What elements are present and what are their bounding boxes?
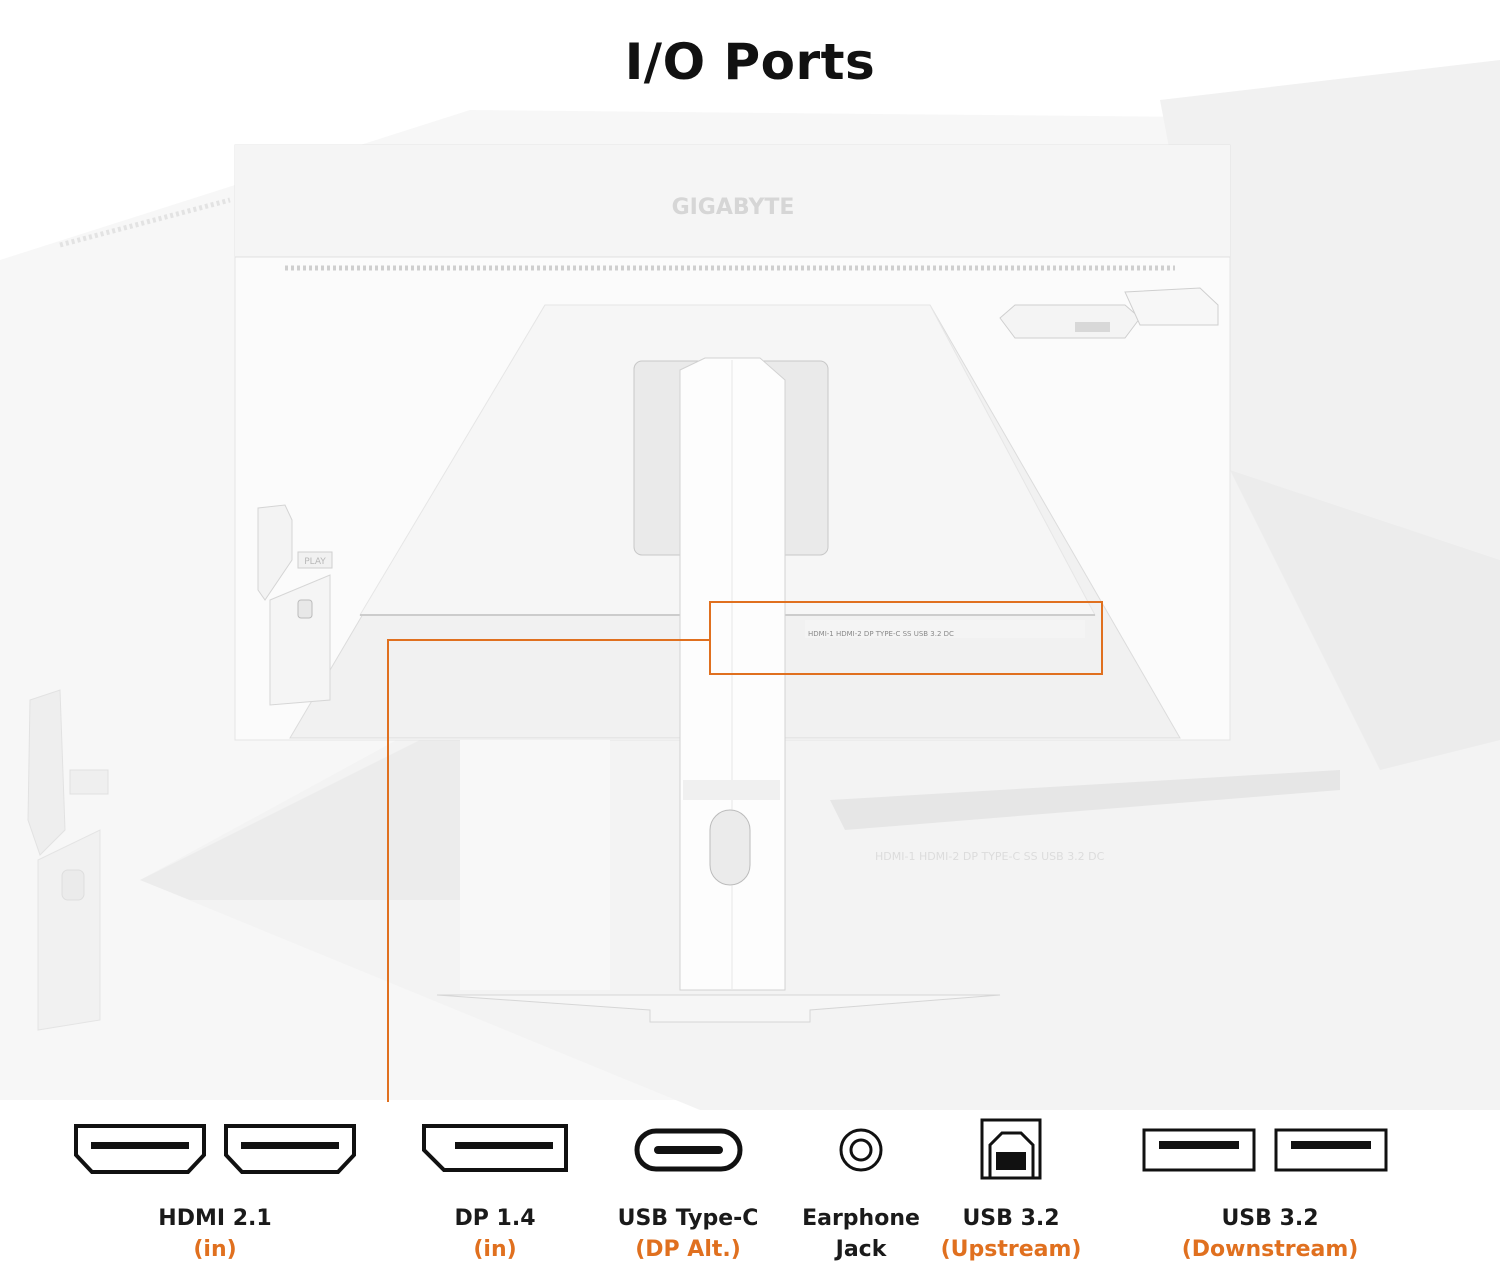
brand-logo: GIGABYTE: [672, 195, 795, 220]
page-title: I/O Ports: [624, 32, 876, 91]
port-note: (Upstream): [940, 1237, 1082, 1262]
port-note: Jack: [835, 1237, 887, 1262]
port-label-row: HDMI-1 HDMI-2 DP TYPE-C SS USB 3.2 DC: [808, 630, 954, 638]
port-label-usb-downstream: USB 3.2 (Downstream): [1170, 1203, 1370, 1265]
usb-b-port-icon: [980, 1118, 1042, 1180]
displayport-icon: [422, 1124, 568, 1172]
usb-a-port-icon: [1142, 1128, 1256, 1172]
port-name: USB 3.2: [962, 1206, 1060, 1231]
port-name: DP 1.4: [454, 1206, 536, 1231]
port-label-hdmi: HDMI 2.1 (in): [115, 1203, 315, 1265]
hdmi-port-icon: [224, 1124, 356, 1174]
port-name: Earphone: [802, 1206, 920, 1231]
port-name: USB 3.2: [1221, 1206, 1319, 1231]
port-name: USB Type-C: [617, 1206, 759, 1231]
port-icons-row: [74, 1118, 1388, 1180]
port-label-earphone: Earphone Jack: [761, 1203, 961, 1265]
earphone-jack-icon: [839, 1128, 883, 1172]
port-note: (in): [193, 1237, 237, 1262]
monitor-back-illustration: HDMI-1 HDMI-2 DP TYPE-C SS USB 3.2 DC GI…: [0, 60, 1500, 1110]
hdmi-port-icon: [74, 1124, 206, 1174]
port-note: (DP Alt.): [635, 1237, 741, 1262]
port-label-dp: DP 1.4 (in): [395, 1203, 595, 1265]
usb-a-port-icon: [1274, 1128, 1388, 1172]
play-button-badge: PLAY: [304, 557, 326, 567]
usb-c-port-icon: [634, 1128, 743, 1172]
port-label-usb-c: USB Type-C (DP Alt.): [588, 1203, 788, 1265]
port-name: HDMI 2.1: [158, 1206, 272, 1231]
port-note: (in): [473, 1237, 517, 1262]
ghost-port-label-row: HDMI-1 HDMI-2 DP TYPE-C SS USB 3.2 DC: [875, 850, 1105, 863]
io-ports-callout: [387, 601, 1103, 1102]
port-label-usb-upstream: USB 3.2 (Upstream): [911, 1203, 1111, 1265]
port-note: (Downstream): [1181, 1237, 1359, 1262]
